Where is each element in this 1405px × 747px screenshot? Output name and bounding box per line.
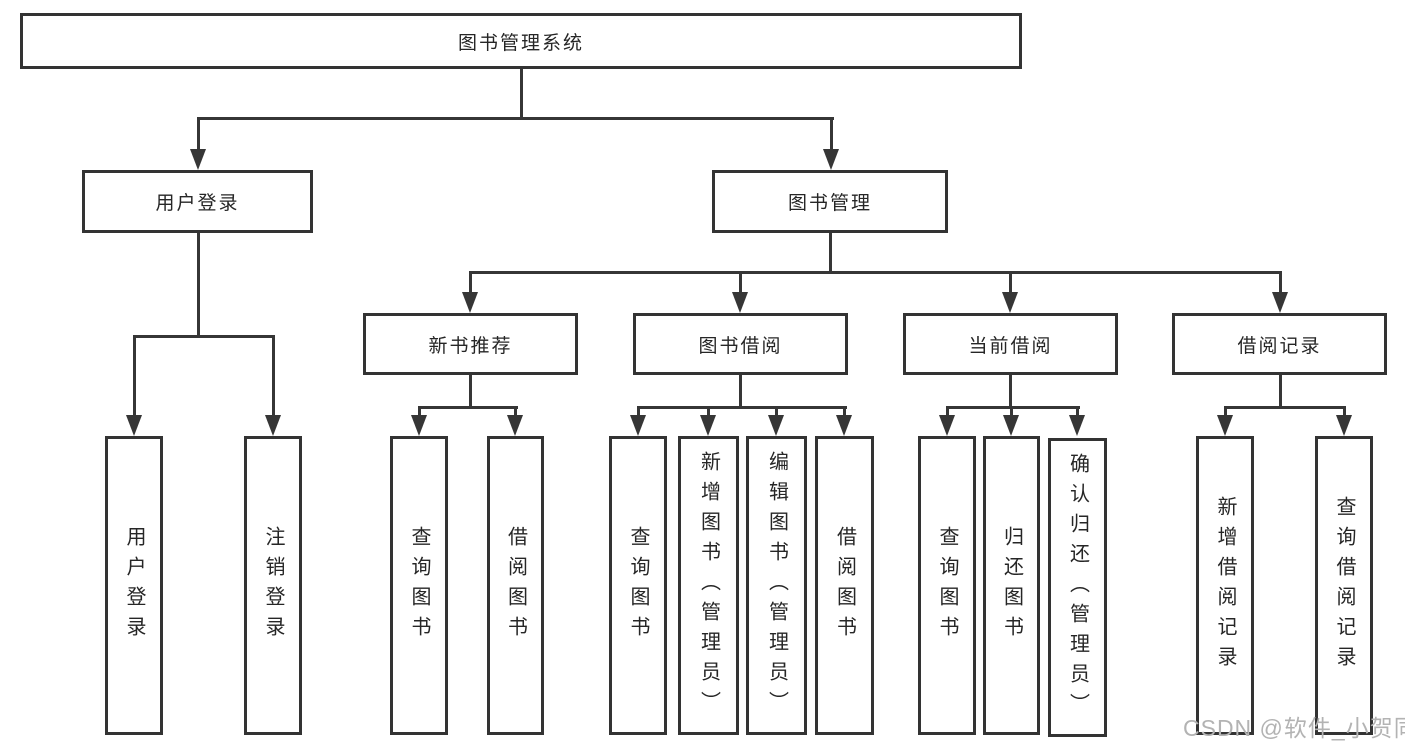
leaf-label: 查询借阅记录 bbox=[1333, 495, 1355, 676]
arrow-down-icon bbox=[126, 415, 142, 436]
node-new-book-recommend: 新书推荐 bbox=[363, 313, 578, 375]
leaf-query-books-current: 查询图书 bbox=[918, 436, 976, 735]
connector-leaf-stem bbox=[514, 406, 517, 418]
arrow-down-icon bbox=[768, 415, 784, 436]
leaf-label: 归还图书 bbox=[1000, 525, 1023, 646]
leaf-edit-books-admin: 编辑图书（管理员） bbox=[746, 436, 807, 735]
connector-root-hbar bbox=[197, 117, 834, 120]
leaf-logout: 注销登录 bbox=[244, 436, 302, 735]
connector-leaf-stem bbox=[637, 406, 640, 418]
connector-book-mgmt-hbar bbox=[469, 271, 1282, 274]
connector-section-hbar bbox=[637, 406, 847, 409]
leaf-label: 查询图书 bbox=[627, 525, 649, 646]
leaf-label: 新增图书（管理员） bbox=[697, 450, 720, 721]
connector-leaf-stem bbox=[272, 335, 275, 417]
leaf-label: 新增借阅记录 bbox=[1214, 495, 1236, 676]
leaf-label: 查询图书 bbox=[936, 525, 958, 646]
connector-leaf-stem bbox=[1076, 406, 1079, 418]
arrow-down-icon bbox=[265, 415, 281, 436]
arrow-down-icon bbox=[1003, 415, 1019, 436]
leaf-label: 编辑图书（管理员） bbox=[765, 450, 788, 721]
node-label: 新书推荐 bbox=[428, 335, 513, 357]
node-label: 图书借阅 bbox=[698, 335, 783, 357]
leaf-return-books: 归还图书 bbox=[983, 436, 1040, 735]
connector-book-mgmt-down bbox=[829, 233, 832, 274]
leaf-label: 用户登录 bbox=[123, 525, 145, 646]
leaf-confirm-return-admin: 确认归还（管理员） bbox=[1048, 438, 1107, 737]
arrow-down-icon bbox=[732, 292, 748, 313]
node-label: 用户登录 bbox=[155, 193, 240, 214]
node-label: 借阅记录 bbox=[1237, 335, 1322, 357]
connector-book-mgmt-stem bbox=[830, 117, 833, 153]
connector-leaf-stem bbox=[775, 406, 778, 418]
connector-leaf-stem bbox=[418, 406, 421, 418]
leaf-label: 借阅图书 bbox=[504, 525, 527, 646]
connector-section-hbar bbox=[1224, 406, 1346, 409]
connector-section-down bbox=[469, 375, 472, 409]
arrow-down-icon bbox=[823, 149, 839, 170]
arrow-down-icon bbox=[1217, 415, 1233, 436]
arrow-down-icon bbox=[836, 415, 852, 436]
node-book-management: 图书管理 bbox=[712, 170, 948, 233]
csdn-watermark: CSDN @软件_小贺同学 bbox=[1183, 715, 1405, 741]
connector-user-login-stem bbox=[197, 117, 200, 153]
leaf-label: 确认归还（管理员） bbox=[1066, 452, 1089, 723]
arrow-down-icon bbox=[630, 415, 646, 436]
node-user-login: 用户登录 bbox=[82, 170, 313, 233]
connector-leaf-stem bbox=[843, 406, 846, 418]
leaf-label: 借阅图书 bbox=[833, 525, 856, 646]
node-current-borrowing: 当前借阅 bbox=[903, 313, 1118, 375]
connector-section-stem bbox=[1279, 271, 1282, 295]
connector-leaf-stem bbox=[707, 406, 710, 418]
connector-section-down bbox=[1279, 375, 1282, 409]
connector-leaf-stem bbox=[946, 406, 949, 418]
leaf-query-borrow-record: 查询借阅记录 bbox=[1315, 436, 1373, 735]
arrow-down-icon bbox=[507, 415, 523, 436]
leaf-add-borrow-record: 新增借阅记录 bbox=[1196, 436, 1254, 735]
arrow-down-icon bbox=[700, 415, 716, 436]
connector-section-stem bbox=[739, 271, 742, 295]
leaf-label: 注销登录 bbox=[262, 525, 284, 646]
node-borrow-records: 借阅记录 bbox=[1172, 313, 1387, 375]
connector-user-login-hbar bbox=[133, 335, 275, 338]
node-label: 图书管理 bbox=[787, 193, 872, 214]
arrow-down-icon bbox=[1002, 292, 1018, 313]
connector-leaf-stem bbox=[1010, 406, 1013, 418]
arrow-down-icon bbox=[939, 415, 955, 436]
leaf-user-login: 用户登录 bbox=[105, 436, 163, 735]
leaf-borrow-books: 借阅图书 bbox=[815, 436, 874, 735]
connector-section-down bbox=[1009, 375, 1012, 409]
node-book-borrowing: 图书借阅 bbox=[633, 313, 848, 375]
node-label: 当前借阅 bbox=[968, 335, 1053, 357]
node-label: 图书管理系统 bbox=[457, 32, 584, 54]
connector-section-down bbox=[739, 375, 742, 409]
connector-user-login-down bbox=[197, 233, 200, 335]
arrow-down-icon bbox=[1069, 415, 1085, 436]
connector-leaf-stem bbox=[1343, 406, 1346, 418]
arrow-down-icon bbox=[411, 415, 427, 436]
arrow-down-icon bbox=[462, 292, 478, 313]
leaf-query-books-borrowing: 查询图书 bbox=[609, 436, 667, 735]
arrow-down-icon bbox=[190, 149, 206, 170]
connector-section-stem bbox=[469, 271, 472, 295]
connector-section-hbar bbox=[418, 406, 518, 409]
arrow-down-icon bbox=[1336, 415, 1352, 436]
arrow-down-icon bbox=[1272, 292, 1288, 313]
connector-section-stem bbox=[1009, 271, 1012, 295]
connector-leaf-stem bbox=[133, 335, 136, 417]
leaf-label: 查询图书 bbox=[408, 525, 430, 646]
leaf-query-books-recommend: 查询图书 bbox=[390, 436, 448, 735]
leaf-borrow-books-recommend: 借阅图书 bbox=[487, 436, 544, 735]
connector-section-hbar bbox=[946, 406, 1080, 409]
leaf-add-books-admin: 新增图书（管理员） bbox=[678, 436, 739, 735]
connector-root-stem bbox=[520, 69, 523, 119]
node-root-library-system: 图书管理系统 bbox=[20, 13, 1022, 69]
connector-leaf-stem bbox=[1224, 406, 1227, 418]
